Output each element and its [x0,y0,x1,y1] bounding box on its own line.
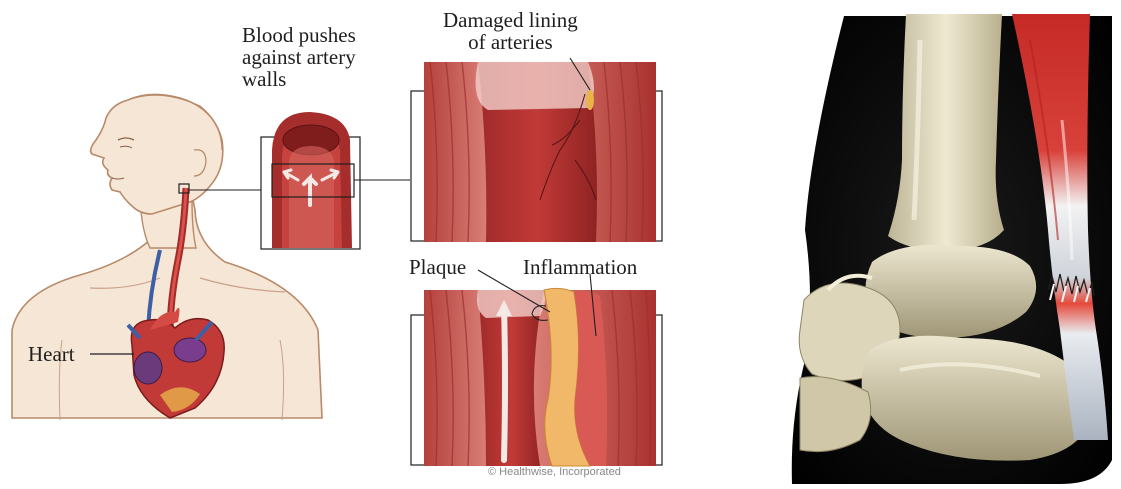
tibia-bone [888,14,1004,250]
label-damaged-lining: Damaged lining of arteries [443,9,578,53]
copyright-text: © Healthwise, Incorporated [488,466,621,478]
label-blood-pushes: Blood pushes against artery walls [242,24,356,90]
artery-segment [261,112,360,249]
artery-cross-section-plaque [411,270,662,466]
ankle-illustration [792,14,1112,484]
label-heart: Heart [28,343,75,365]
artery-cross-section-damaged [411,58,662,242]
label-plaque: Plaque [409,256,466,278]
label-inflammation: Inflammation [523,256,637,278]
